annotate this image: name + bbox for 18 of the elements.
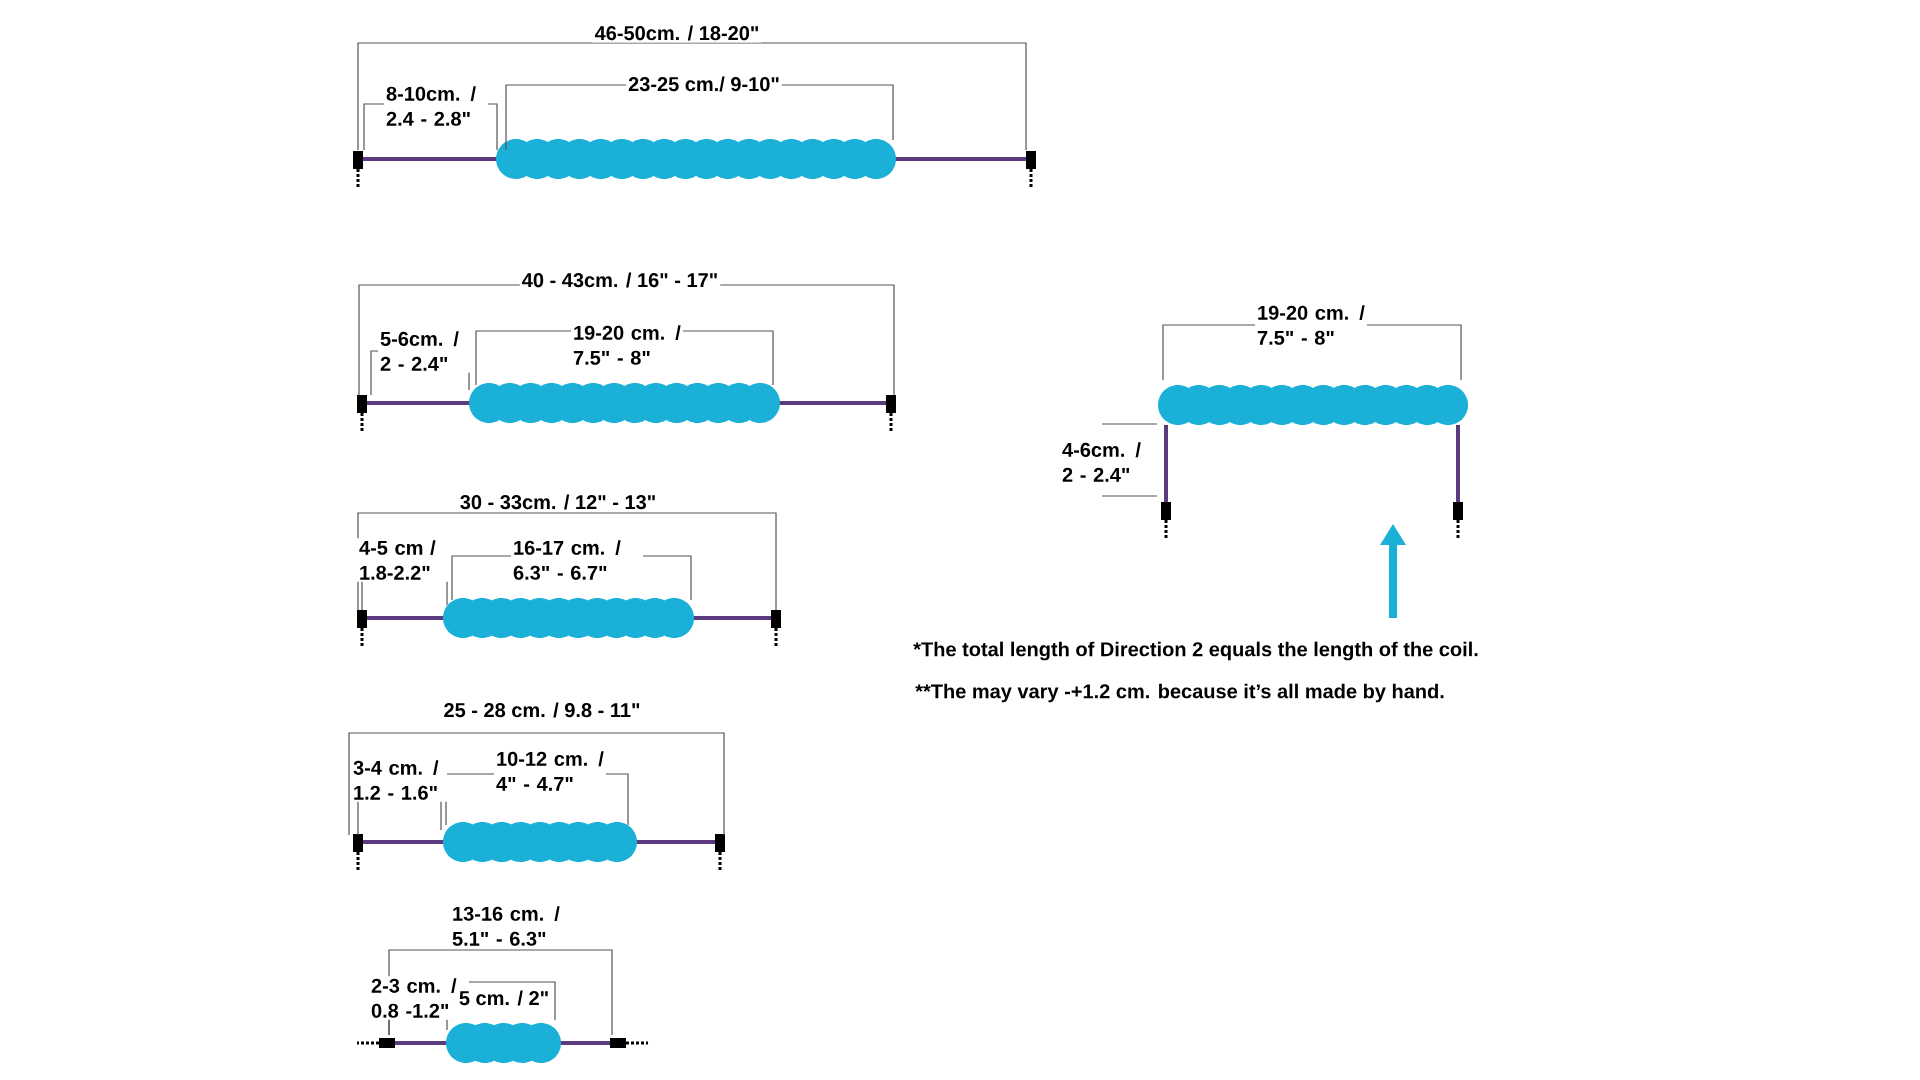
dimension-label: 25 - 28 cm. / 9.8 - 11" (441, 700, 643, 720)
dimension-label: 19-20 cm. / 7.5" - 8" (1255, 303, 1367, 347)
dimension-label: 8-10cm. / 2.4 - 2.8" (384, 84, 488, 128)
dimension-label: 5 cm. / 2" (456, 988, 552, 1008)
dimension-label: 30 - 33cm. / 12" - 13" (457, 492, 659, 512)
dimension-label: 40 - 43cm. / 16" - 17" (519, 270, 721, 290)
dimension-label: 4-5 cm / 1.8-2.2" (357, 538, 451, 582)
dimension-label: 16-17 cm. / 6.3" - 6.7" (511, 538, 643, 582)
dimension-label: 23-25 cm./ 9-10" (626, 74, 782, 94)
note-text: **The may vary -+1.2 cm. because it’s all made by hand. (913, 681, 1447, 705)
dimension-label: 19-20 cm. / 7.5" - 8" (571, 323, 683, 367)
dimension-label: 13-16 cm. / 5.1" - 6.3" (450, 904, 574, 948)
note-text: *The total length of Direction 2 equals the length of the coil. (911, 639, 1481, 663)
dimension-label: 4-6cm. / 2 - 2.4" (1060, 440, 1156, 484)
dimension-label: 3-4 cm. / 1.2 - 1.6" (351, 758, 447, 802)
dimension-label: 46-50cm. / 18-20" (592, 23, 762, 43)
dimension-label: 10-12 cm. / 4" - 4.7" (494, 749, 606, 793)
dimension-label: 5-6cm. / 2 - 2.4" (378, 329, 474, 373)
